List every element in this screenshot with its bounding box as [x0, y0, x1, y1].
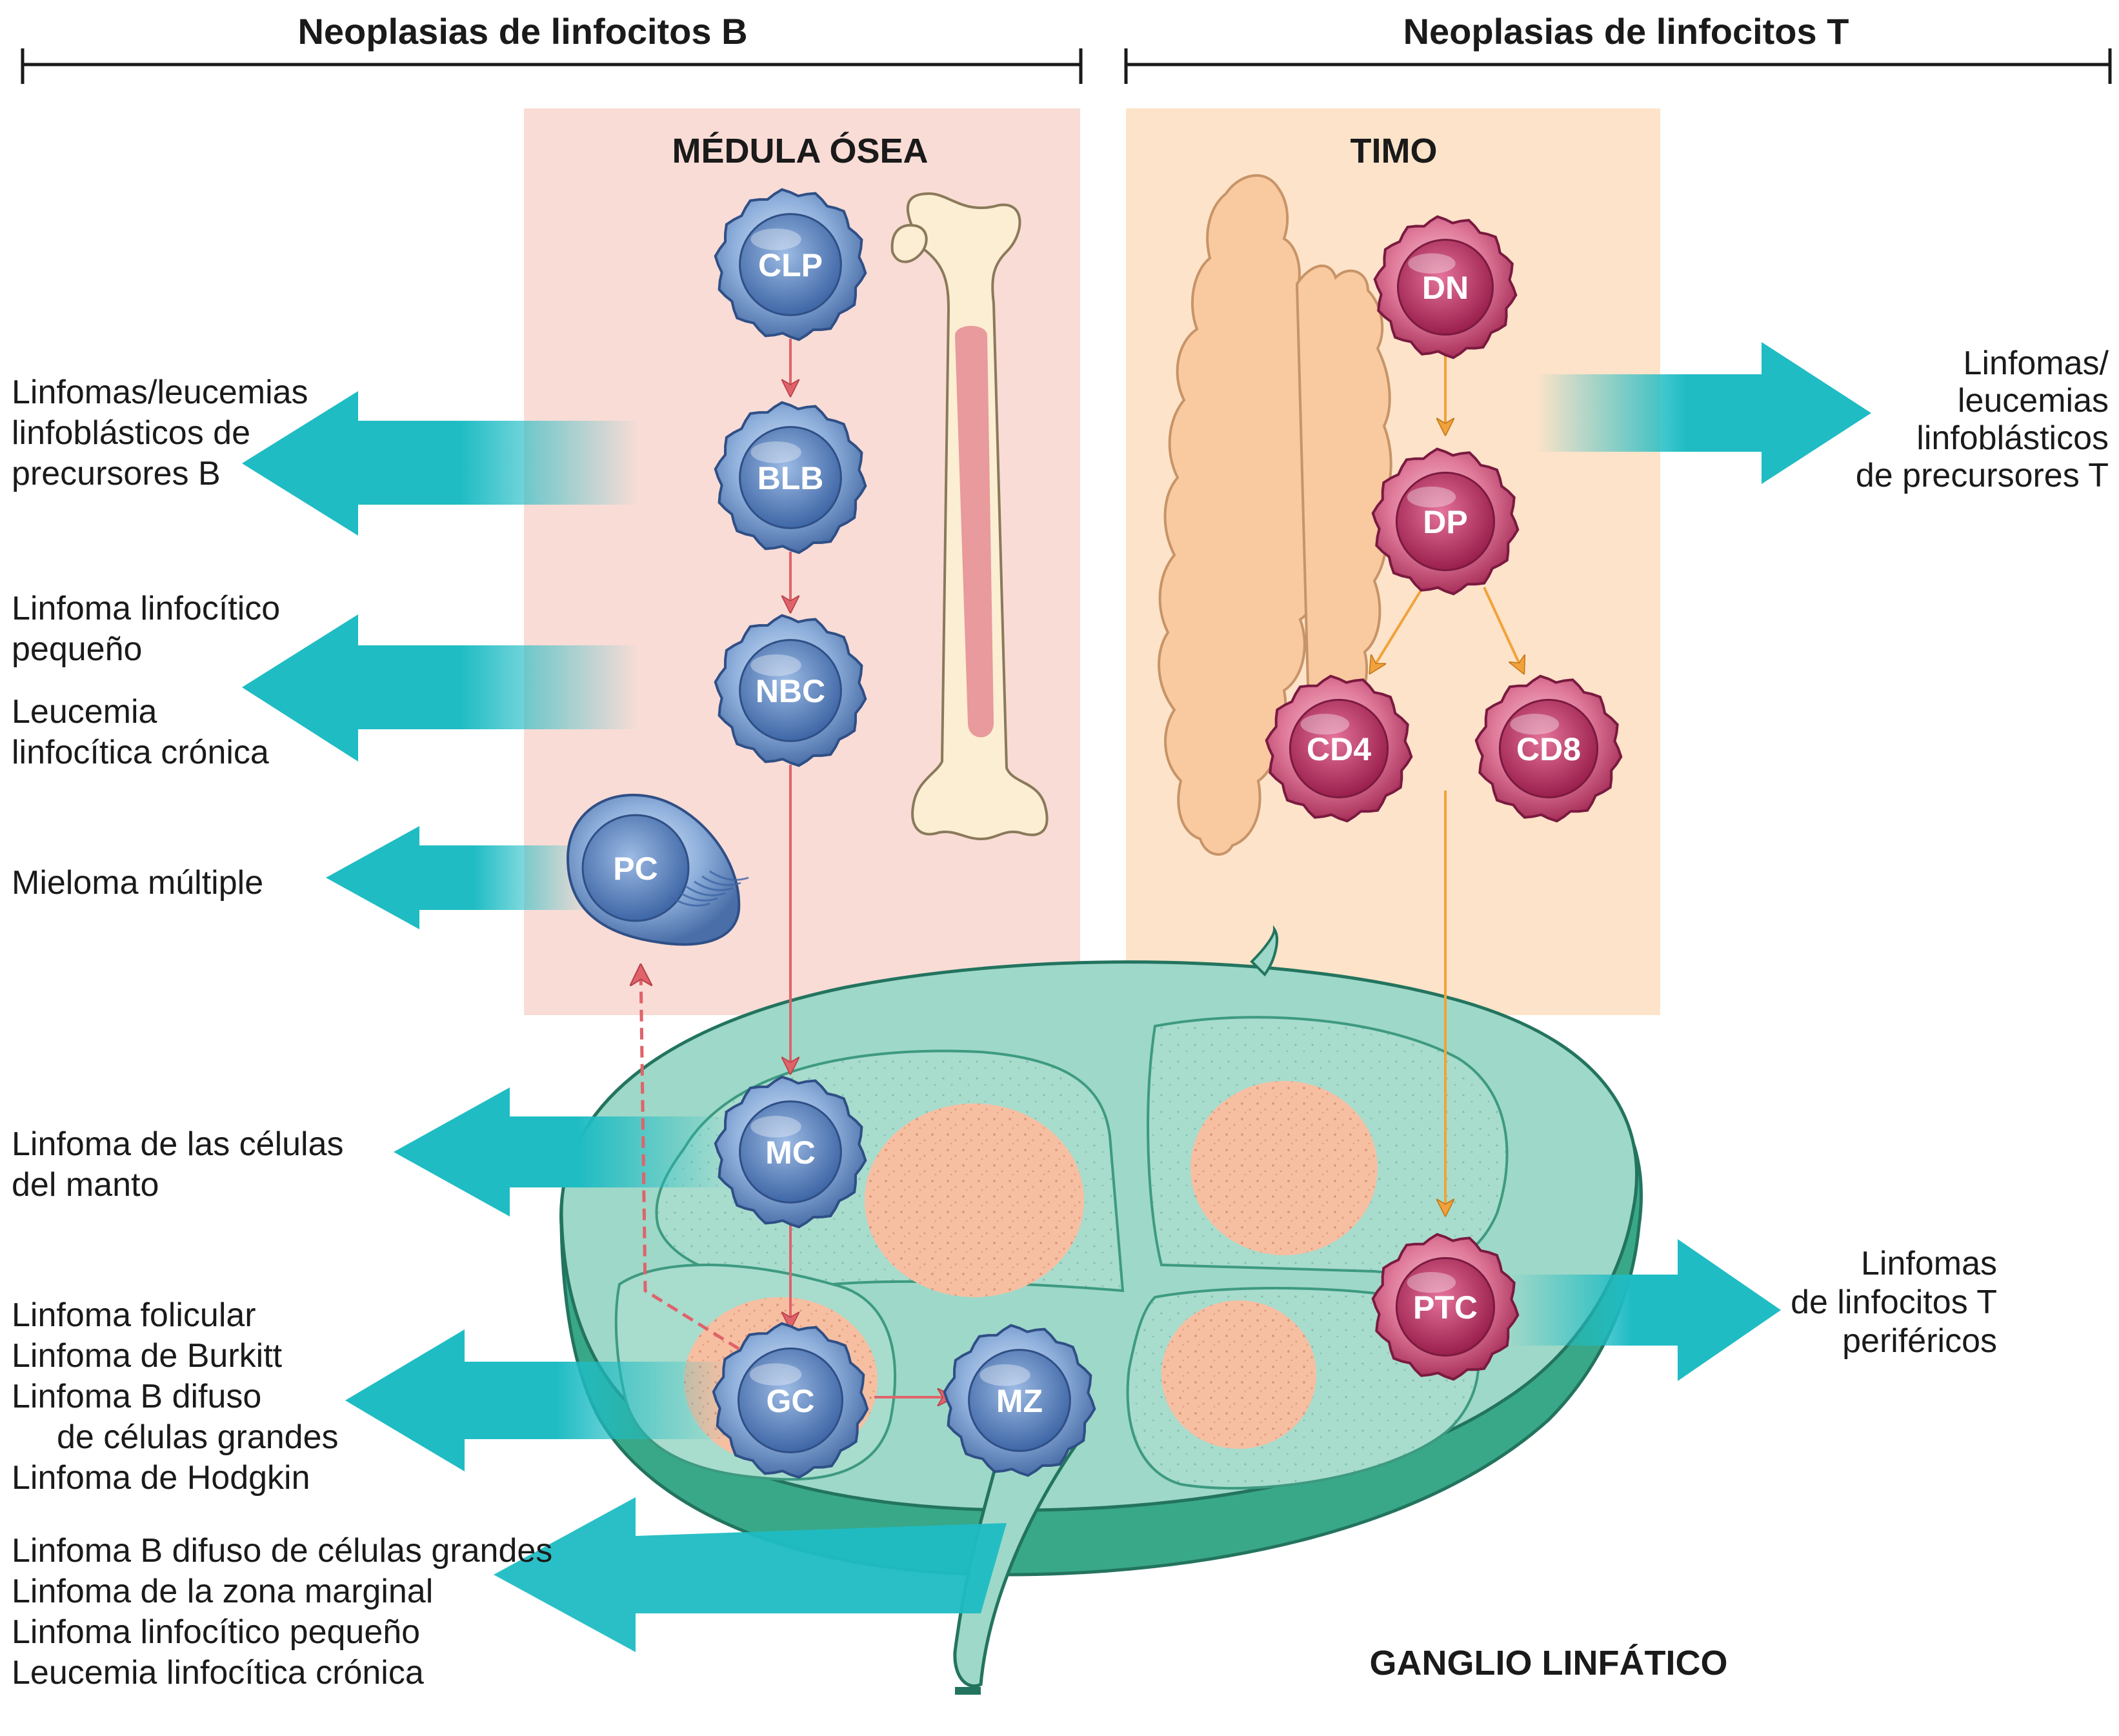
- thymus-illustration: [1158, 174, 1392, 856]
- arrow-gc-group: [345, 1329, 729, 1471]
- thymus-label: TIMO: [1351, 132, 1438, 170]
- disease-line: Linfoma linfocítico pequeño: [12, 1613, 420, 1651]
- cd8-cell: CD8: [1474, 674, 1623, 823]
- arrow-mz-group: [494, 1497, 1007, 1652]
- arrow-mantle: [394, 1087, 729, 1216]
- lymph-node-label: GANGLIO LINFÁTICO: [1370, 1644, 1728, 1682]
- nbc-label: NBC: [756, 673, 825, 709]
- disease-line: de linfocitos T: [1791, 1284, 1997, 1321]
- bone-marrow-label: MÉDULA ÓSEA: [672, 132, 928, 170]
- disease-line: Linfoma folicular: [12, 1297, 256, 1334]
- disease-line: Leucemia linfocítica crónica: [12, 1654, 424, 1691]
- disease-line: linfocítica crónica: [12, 734, 269, 771]
- disease-line: de precursores T: [1856, 457, 2109, 494]
- disease-line: Mieloma múltiple: [12, 864, 263, 902]
- arrow-precursor-b: [242, 391, 639, 536]
- disease-line: de células grandes: [57, 1418, 339, 1456]
- disease-line: periféricos: [1842, 1322, 1997, 1360]
- pc-cell: PC: [566, 793, 749, 946]
- arrow-precursor-t: [1536, 342, 1871, 484]
- disease-line: linfoblásticos: [1916, 419, 2109, 457]
- b-cell-header: Neoplasias de linfocitos B: [21, 11, 1083, 84]
- arrow-peripheral-t: [1510, 1239, 1781, 1381]
- dn-cell: DN: [1373, 215, 1518, 359]
- mc-cell: MC: [714, 1075, 867, 1229]
- cd8-label: CD8: [1516, 731, 1581, 767]
- disease-line: leucemias: [1958, 382, 2109, 419]
- disease-line: Linfomas: [1861, 1245, 1997, 1282]
- mz-cell: MZ: [943, 1324, 1096, 1477]
- mz-label: MZ: [996, 1383, 1043, 1419]
- disease-line: Linfoma de las células: [12, 1125, 344, 1163]
- disease-line: Linfoma linfocítico: [12, 590, 280, 627]
- disease-line: Linfoma B difuso de células grandes: [12, 1532, 552, 1569]
- gc-label: GC: [767, 1383, 815, 1419]
- disease-line: Linfoma de Burkitt: [12, 1337, 283, 1375]
- t-cell-header-title: Neoplasias de linfocitos T: [1403, 11, 1849, 52]
- disease-line: precursores B: [12, 455, 221, 492]
- dp-label: DP: [1423, 504, 1467, 540]
- blb-label: BLB: [758, 460, 824, 496]
- disease-line: Linfoma B difuso: [12, 1378, 261, 1415]
- ptc-label: PTC: [1413, 1289, 1478, 1326]
- blb-cell: BLB: [714, 401, 867, 554]
- nbc-cell: NBC: [714, 614, 867, 767]
- disease-line: del manto: [12, 1166, 159, 1204]
- mc-label: MC: [765, 1135, 816, 1171]
- disease-line: Leucemia: [12, 693, 157, 731]
- dp-cell: DP: [1371, 447, 1520, 596]
- disease-myeloma: Mieloma múltiple: [12, 864, 263, 902]
- disease-line: Linfoma de Hodgkin: [12, 1459, 310, 1497]
- disease-mz-group: Linfoma B difuso de células grandesLinfo…: [12, 1532, 552, 1691]
- arrow-myeloma: [326, 826, 594, 929]
- ptc-cell: PTC: [1371, 1233, 1520, 1381]
- arrow-sll: [242, 614, 639, 762]
- disease-line: linfoblásticos de: [12, 414, 250, 452]
- t-cell-header: Neoplasias de linfocitos T: [1124, 11, 2112, 84]
- gc-cell: GC: [712, 1322, 869, 1479]
- pc-label: PC: [613, 851, 658, 887]
- cd4-label: CD4: [1307, 731, 1371, 767]
- teal-arrows: [242, 342, 1871, 1652]
- disease-line: Linfoma de la zona marginal: [12, 1573, 433, 1610]
- disease-line: Linfomas/leucemias: [12, 374, 308, 411]
- disease-line: Linfomas/: [1963, 345, 2109, 382]
- b-cell-header-title: Neoplasias de linfocitos B: [297, 11, 747, 52]
- disease-line: pequeño: [12, 631, 142, 668]
- dn-label: DN: [1422, 270, 1469, 306]
- femur-illustration: [890, 192, 1049, 841]
- disease-sll-1: Linfoma linfocítico pequeño: [12, 590, 280, 668]
- cd4-cell: CD4: [1265, 674, 1413, 823]
- t-lineage-arrows: [1371, 345, 1523, 1213]
- clp-cell: CLP: [714, 188, 867, 341]
- clp-label: CLP: [758, 247, 823, 283]
